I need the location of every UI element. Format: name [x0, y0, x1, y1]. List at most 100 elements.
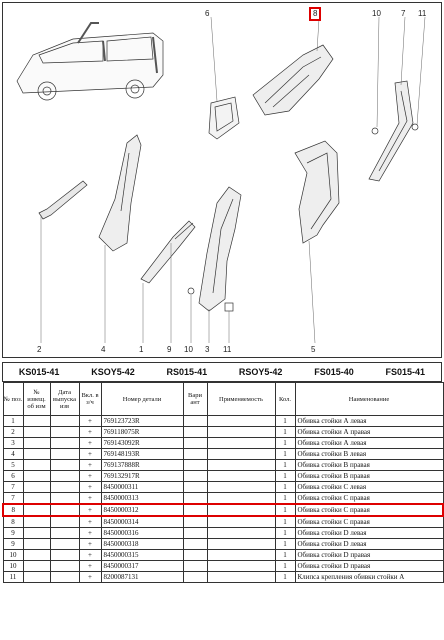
cell-notice	[22, 560, 51, 572]
model-code: RS015-41	[166, 367, 208, 377]
model-code: FS015-40	[314, 367, 354, 377]
cell-incl: +	[78, 426, 102, 438]
cell-date	[49, 415, 80, 427]
header-applicability: Применяемость	[206, 382, 276, 416]
exploded-view-drawing	[16, 16, 426, 344]
cell-qty: 1	[274, 492, 296, 505]
part-1-drawing	[140, 220, 196, 284]
cell-pos: 3	[2, 437, 24, 449]
cell-incl: +	[78, 492, 102, 505]
cell-pos: 2	[2, 426, 24, 438]
cell-name: Обивка стойки С левая	[294, 481, 444, 493]
cell-notice	[22, 527, 51, 539]
cell-variant	[182, 448, 208, 460]
header-name: Наименование	[294, 382, 444, 416]
cell-applicability	[206, 492, 276, 505]
cell-name: Обивка стойки А левая	[294, 415, 444, 427]
callout-6: 6	[205, 9, 210, 18]
cell-notice	[22, 503, 51, 517]
cell-incl: +	[78, 515, 102, 528]
cell-qty: 1	[274, 527, 296, 539]
cell-incl: +	[78, 503, 102, 517]
cell-pos: 6	[2, 470, 24, 482]
part-5-drawing	[294, 140, 340, 244]
cell-applicability	[206, 415, 276, 427]
part-2-drawing	[38, 180, 88, 220]
cell-notice	[22, 459, 51, 471]
cell-notice	[22, 415, 51, 427]
cell-part: 8450000314	[100, 515, 184, 528]
cell-variant	[182, 415, 208, 427]
cell-incl: +	[78, 538, 102, 550]
cell-name: Обивка стойки С правая	[294, 503, 444, 517]
cell-name: Обивка стойки А правая	[294, 426, 444, 438]
cell-variant	[182, 470, 208, 482]
cell-applicability	[206, 459, 276, 471]
cell-date	[49, 470, 80, 482]
cell-qty: 1	[274, 437, 296, 449]
cell-name: Обивка стойки В левая	[294, 448, 444, 460]
header-incl: Вкл. в з/ч	[78, 382, 102, 416]
cell-notice	[22, 437, 51, 449]
cell-pos: 5	[2, 459, 24, 471]
callout-4: 4	[101, 345, 106, 354]
cell-date	[49, 437, 80, 449]
cell-notice	[22, 492, 51, 505]
cell-pos: 1	[2, 415, 24, 427]
header-pos: № поз.	[2, 382, 24, 416]
cell-applicability	[206, 560, 276, 572]
cell-qty: 1	[274, 459, 296, 471]
cell-pos: 9	[2, 538, 24, 550]
callout-7: 7	[401, 9, 406, 18]
cell-applicability	[206, 481, 276, 493]
callout-10-bottom: 10	[184, 345, 193, 354]
cell-notice	[22, 481, 51, 493]
cell-part: 8200087131	[100, 571, 184, 583]
cell-name: Обивка стойки В правая	[294, 470, 444, 482]
table-header-row: № поз. № извещ. об изм Дата выпуска изв …	[2, 382, 444, 416]
callout-11: 11	[418, 9, 427, 18]
cell-part: 769132917R	[100, 470, 184, 482]
cell-variant	[182, 503, 208, 517]
part-3-drawing	[187, 186, 242, 312]
cell-variant	[182, 549, 208, 561]
cell-incl: +	[78, 415, 102, 427]
cell-incl: +	[78, 470, 102, 482]
cell-notice	[22, 426, 51, 438]
cell-pos: 4	[2, 448, 24, 460]
cell-part: 8450000318	[100, 538, 184, 550]
callout-2: 2	[37, 345, 42, 354]
cell-variant	[182, 571, 208, 583]
cell-applicability	[206, 571, 276, 583]
cell-variant	[182, 481, 208, 493]
part-8-drawing	[252, 44, 334, 116]
cell-date	[49, 492, 80, 505]
cell-qty: 1	[274, 448, 296, 460]
cell-part: 769148193R	[100, 448, 184, 460]
cell-part: 8450000313	[100, 492, 184, 505]
cell-applicability	[206, 515, 276, 528]
callout-5: 5	[311, 345, 316, 354]
cell-incl: +	[78, 459, 102, 471]
cell-date	[49, 571, 80, 583]
cell-pos: 11	[2, 571, 24, 583]
cell-notice	[22, 448, 51, 460]
cell-variant	[182, 426, 208, 438]
cell-pos: 8	[2, 515, 24, 528]
cell-name: Обивка стойки В правая	[294, 459, 444, 471]
callout-11-bottom: 11	[223, 345, 232, 354]
cell-date	[49, 459, 80, 471]
cell-variant	[182, 515, 208, 528]
cell-notice	[22, 571, 51, 583]
cell-name: Обивка стойки D правая	[294, 560, 444, 572]
car-illustration	[16, 22, 164, 101]
cell-name: Обивка стойки С правая	[294, 515, 444, 528]
parts-table: № поз. № извещ. об изм Дата выпуска изв …	[2, 382, 444, 583]
